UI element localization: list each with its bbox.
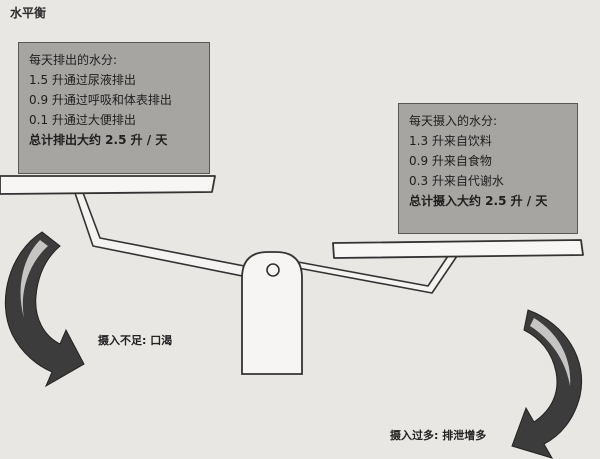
output-item-breath-skin: 0.9 升通过呼吸和体表排出 [29,93,172,107]
output-heading: 每天排出的水分: [29,53,118,67]
excretion-arrow-icon [511,309,582,459]
left-arm [73,189,266,281]
intake-heading: 每天摄入的水分: [409,114,498,128]
too-much-caption: 摄入过多: 排泄增多 [390,429,487,442]
too-little-caption: 摄入不足: 口渴 [98,334,173,347]
output-total: 总计排出大约 2.5 升 / 天 [29,133,168,147]
right-platform [332,239,584,259]
intake-item-metabolic: 0.3 升来自代谢水 [409,174,504,188]
water-output-box: 每天排出的水分: 1.5 升通过尿液排出 0.9 升通过呼吸和体表排出 0.1 … [18,42,210,174]
left-platform [0,175,216,195]
page-title: 水平衡 [10,6,47,20]
right-arm [297,255,458,294]
pivot-bolt [266,263,280,277]
intake-item-drinks: 1.3 升来自饮料 [409,134,492,148]
output-item-urine: 1.5 升通过尿液排出 [29,73,136,87]
output-item-stool: 0.1 升通过大便排出 [29,113,136,127]
intake-item-food: 0.9 升来自食物 [409,154,492,168]
thirst-arrow-icon [4,231,85,388]
pivot-post [241,251,303,375]
water-intake-box: 每天摄入的水分: 1.3 升来自饮料 0.9 升来自食物 0.3 升来自代谢水 … [398,103,578,234]
intake-total: 总计摄入大约 2.5 升 / 天 [409,194,548,208]
